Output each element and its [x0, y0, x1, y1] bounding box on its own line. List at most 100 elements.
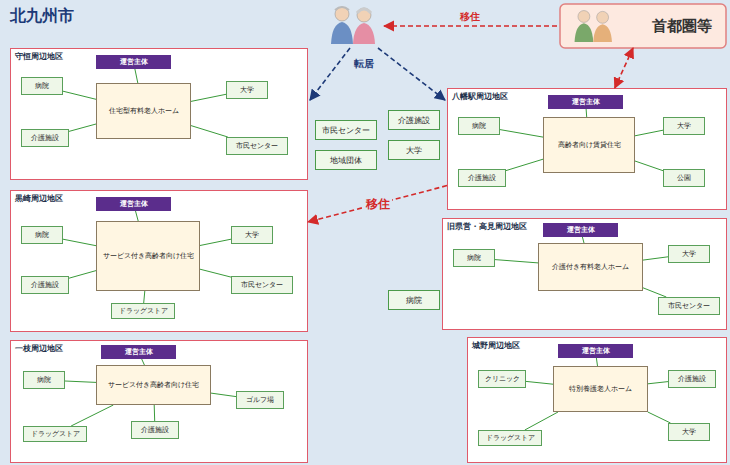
- facility-box: 介護施設: [21, 276, 69, 294]
- link-line: [495, 260, 538, 263]
- box-label: 住宅型有料老人ホーム: [109, 106, 179, 116]
- box-label: 介護施設: [31, 280, 59, 290]
- box-label: 高齢者向け賃貸住宅: [558, 140, 621, 150]
- link-line: [586, 109, 588, 117]
- box-label: 市民センター: [236, 141, 278, 151]
- box-label: サービス付き高齢者向け住宅: [108, 380, 199, 390]
- link-line: [643, 257, 668, 260]
- district-panel: 一枝周辺地区運営主体サービス付き高齢者向け住宅介護施設病院ドラッグストアゴルフ場: [10, 340, 308, 463]
- box-label: 大学: [245, 230, 259, 240]
- box-label: クリニック: [485, 374, 520, 384]
- elderly-couple: [575, 11, 612, 42]
- box-label: 介護施設: [468, 173, 496, 183]
- box-label: 市民センター: [322, 125, 370, 136]
- link-line: [142, 359, 145, 365]
- metro-box-fill: [560, 4, 726, 48]
- box-label: ドラッグストア: [119, 306, 168, 316]
- link-line: [500, 130, 543, 138]
- box-label: サービス付き高齢者向け住宅: [103, 251, 194, 261]
- box-label: 病院: [35, 81, 49, 91]
- box-label: 大学: [682, 427, 696, 437]
- housing-box: 高齢者向け賃貸住宅: [543, 117, 635, 173]
- link-line: [63, 91, 96, 99]
- facility-box: 介護施設: [21, 129, 69, 147]
- link-line: [154, 405, 156, 421]
- body: [353, 23, 375, 44]
- housing-box: 介護付き有料老人ホーム: [538, 243, 643, 291]
- metro-area-box: 首都圏等: [560, 4, 726, 48]
- operator-band: 運営主体: [96, 55, 171, 69]
- district-panel: 旧県営・高見周辺地区 運営主体介護付き有料老人ホーム 病院 大学市民センター: [442, 218, 727, 330]
- move-arrow: [378, 48, 445, 100]
- link-line: [648, 412, 671, 423]
- elderly-couple: [331, 7, 375, 44]
- link-line: [63, 239, 96, 246]
- box-label: 大学: [240, 85, 254, 95]
- shared-resource-box: 大学: [388, 140, 440, 160]
- facility-box: 介護施設: [131, 421, 179, 439]
- area-title: 旧県営・高見周辺地区: [447, 221, 527, 232]
- housing-box: 特別養護老人ホーム: [553, 366, 648, 412]
- box-label: 運営主体: [125, 347, 153, 357]
- link-line: [65, 381, 96, 382]
- facility-box: 公園: [663, 169, 705, 187]
- link-line: [69, 124, 96, 131]
- hair: [335, 7, 349, 10]
- link-line: [525, 412, 558, 430]
- district-panel: 黒崎周辺地区運営主体サービス付き高齢者向け住宅病院介護施設ドラッグストア大学市民…: [10, 190, 308, 332]
- area-title: 一枝周辺地区: [15, 343, 63, 354]
- box-label: 介護施設: [31, 133, 59, 143]
- facility-box: ドラッグストア: [23, 426, 87, 442]
- link-line: [582, 237, 584, 243]
- body: [593, 24, 612, 42]
- box-label: 地域団体: [330, 155, 362, 166]
- housing-box: サービス付き高齢者向け住宅: [96, 365, 211, 405]
- box-label: 病院: [467, 253, 481, 263]
- box-label: 大学: [406, 145, 422, 156]
- head: [597, 11, 609, 23]
- area-title: 北九州市: [10, 6, 730, 27]
- facility-box: ドラッグストア: [111, 303, 175, 319]
- box-label: 大学: [677, 121, 691, 131]
- move-label: 転居: [352, 57, 376, 71]
- area-title: 城野周辺地区: [472, 340, 520, 351]
- box-label: 市民センター: [241, 280, 283, 290]
- facility-box: 市民センター: [226, 137, 288, 155]
- box-label: 介護施設: [141, 425, 169, 435]
- link-line: [648, 382, 668, 384]
- link-line: [526, 381, 553, 384]
- migration-connector: [615, 48, 633, 88]
- link-line: [211, 393, 236, 397]
- link-line: [69, 271, 96, 279]
- box-label: 病院: [37, 375, 51, 385]
- link-line: [596, 358, 597, 366]
- box-label: 運営主体: [567, 225, 595, 235]
- box-label: 公園: [677, 173, 691, 183]
- move-arrow: [310, 48, 350, 100]
- facility-box: 大学: [668, 245, 710, 263]
- facility-box: 介護施設: [458, 169, 506, 187]
- facility-box: 病院: [453, 249, 495, 267]
- facility-box: 病院: [21, 77, 63, 95]
- box-label: ドラッグストア: [31, 429, 80, 439]
- facility-box: 大学: [231, 226, 273, 244]
- link-line: [191, 126, 228, 137]
- link-line: [135, 69, 138, 83]
- link-line: [191, 94, 226, 101]
- box-label: 運営主体: [120, 57, 148, 67]
- head: [578, 11, 590, 23]
- box-label: 市民センター: [668, 301, 710, 311]
- area-title: 黒崎周辺地区: [15, 193, 63, 204]
- facility-box: ドラッグストア: [478, 430, 542, 446]
- shared-resource-box: 市民センター: [315, 120, 377, 140]
- area-title: 守恒周辺地区: [15, 51, 63, 62]
- facility-box: 病院: [23, 371, 65, 389]
- migration-connector: [308, 186, 447, 222]
- district-panel: 守恒周辺地区運営主体住宅型有料老人ホーム 病院介護施設市民センター 大学: [10, 48, 308, 180]
- district-panel: 城野周辺地区運営主体特別養護老人ホームクリニックドラッグストア介護施設大学: [467, 337, 727, 463]
- box-label: 介護付き有料老人ホーム: [552, 262, 629, 272]
- link-line: [635, 130, 663, 136]
- shared-resource-box: 地域団体: [315, 150, 377, 170]
- box-label: 大学: [682, 249, 696, 259]
